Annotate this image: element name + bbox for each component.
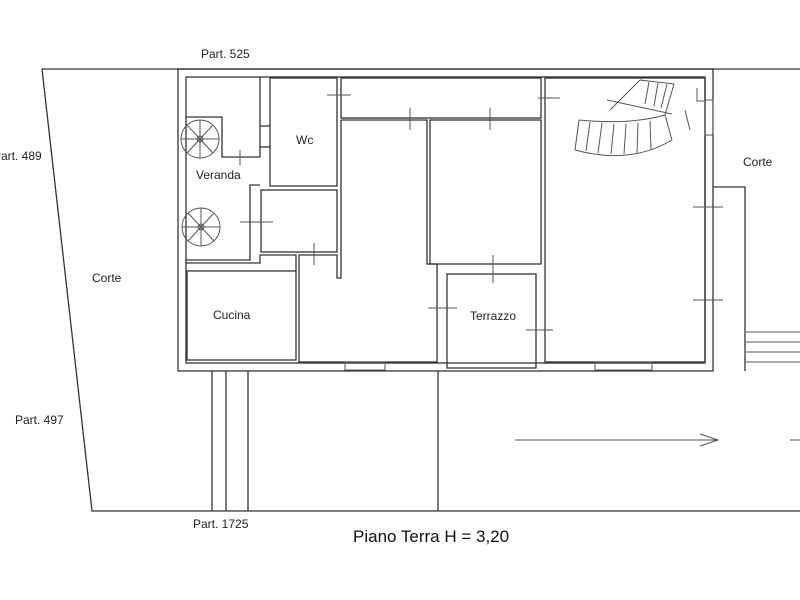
curved-staircase: [574, 79, 705, 157]
label-part-1725: Part. 1725: [193, 517, 249, 531]
site-boundary: [41, 68, 800, 512]
label-corte-right: Corte: [743, 155, 773, 169]
plan-title: Piano Terra H = 3,20: [353, 527, 510, 546]
direction-arrow: [515, 433, 800, 447]
label-part-489: Part. 489: [0, 149, 42, 163]
spiral-staircase-1: [180, 119, 220, 159]
label-part-497: Part. 497: [15, 413, 64, 427]
right-court-lines: [713, 186, 800, 371]
room-label-terrazzo: Terrazzo: [470, 309, 517, 323]
label-part-525: Part. 525: [201, 47, 250, 61]
spiral-staircase-2: [181, 207, 221, 247]
door-marks: [239, 94, 723, 331]
label-corte-left: Corte: [92, 271, 122, 285]
room-label-cucina: Cucina: [213, 308, 251, 322]
room-label-veranda: Veranda: [196, 168, 241, 182]
building-walls: [177, 68, 714, 372]
room-label-wc: Wc: [296, 133, 314, 147]
